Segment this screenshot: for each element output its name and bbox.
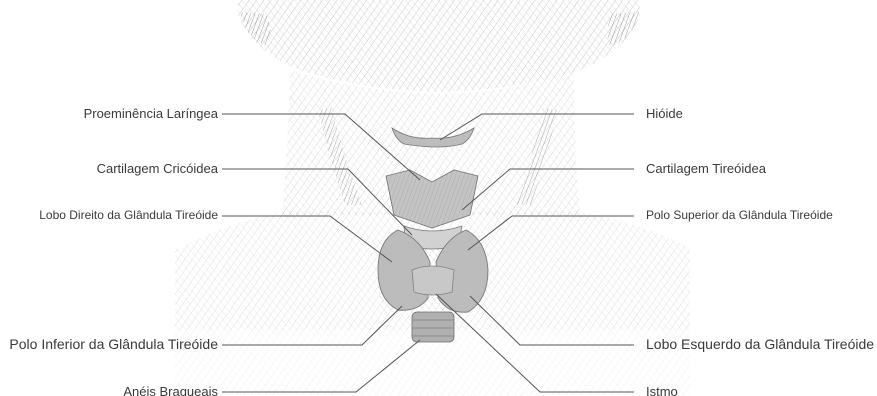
tracheal-rings — [412, 312, 454, 342]
label-lobo-esquerdo: Lobo Esquerdo da Glândula Tireóide — [646, 337, 874, 351]
label-polo-inferior: Polo Inferior da Glândula Tireóide — [9, 337, 218, 351]
label-cartilagem-tireoidea: Cartilagem Tireóidea — [646, 162, 766, 175]
label-polo-superior: Polo Superior da Glândula Tireóide — [646, 209, 833, 221]
label-proeminencia-laringea: Proeminência Laríngea — [84, 107, 218, 120]
label-lobo-direito: Lobo Direito da Glândula Tireóide — [39, 209, 218, 221]
label-aneis-braqueais: Anéis Braqueais — [123, 385, 218, 396]
label-hioide: Hióide — [646, 107, 683, 120]
thyroid-texture — [380, 240, 488, 312]
label-cartilagem-cricoidea: Cartilagem Cricóidea — [97, 162, 218, 175]
label-istmo: Istmo — [646, 385, 678, 396]
